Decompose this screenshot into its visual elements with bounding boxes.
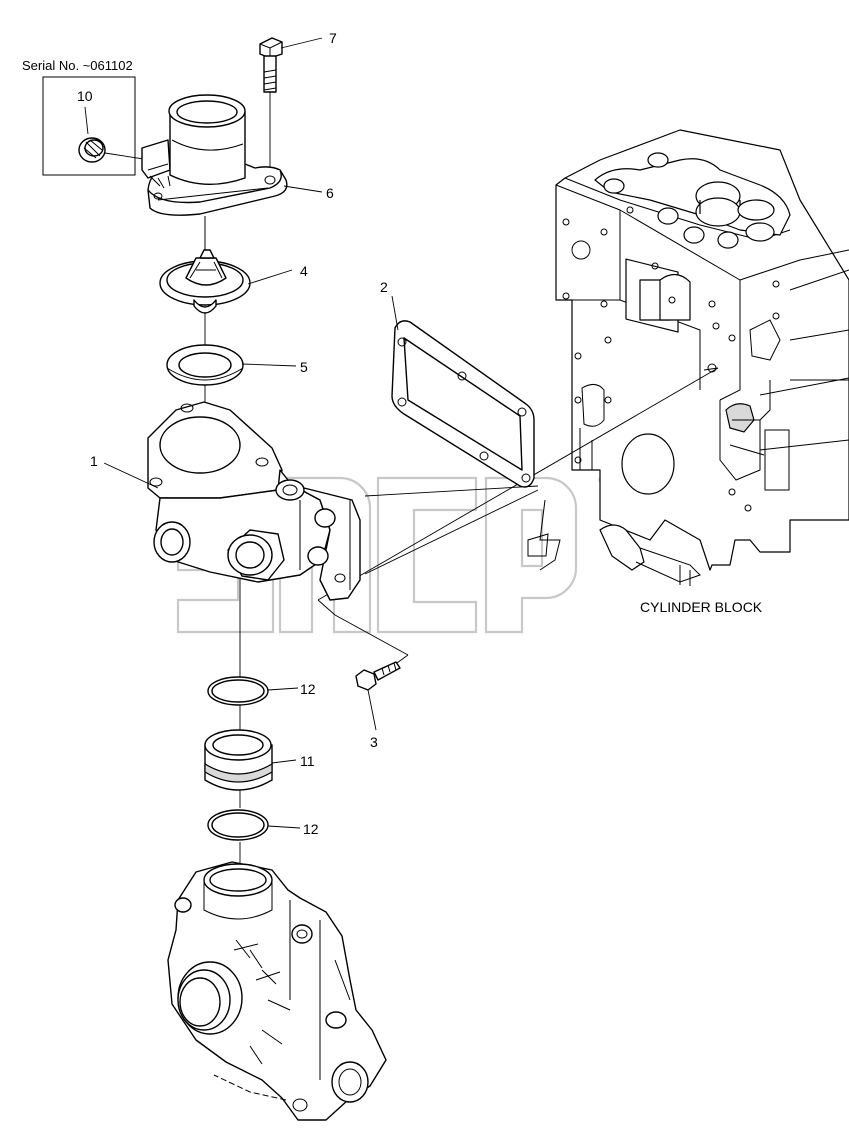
bolt-part-7 xyxy=(259,37,283,93)
callout-1: 1 xyxy=(90,453,98,469)
gasket-part-5 xyxy=(166,344,244,386)
thermostat-cover-part-6 xyxy=(141,94,288,216)
callout-12-top: 12 xyxy=(300,681,316,697)
gasket-part-2 xyxy=(391,320,535,488)
water-pump-housing xyxy=(167,861,387,1121)
thermostat-part-4 xyxy=(159,216,251,314)
bolt-part-3 xyxy=(355,661,401,731)
callout-4: 4 xyxy=(300,263,308,279)
thermostat-housing-part-1 xyxy=(147,401,361,601)
callout-numbers: 7 10 6 4 2 5 1 12 3 11 12 CYLINDER BLOCK xyxy=(77,30,763,837)
callout-7: 7 xyxy=(329,30,337,46)
serial-note: Serial No. ~061102 xyxy=(22,58,133,73)
o-ring-part-12-bottom xyxy=(207,809,269,841)
cylinder-block xyxy=(527,129,849,586)
callout-3: 3 xyxy=(370,734,378,750)
callout-leaders xyxy=(103,37,719,829)
plug-part-10 xyxy=(78,137,106,163)
callout-2: 2 xyxy=(380,279,388,295)
serial-box: Serial No. ~061102 xyxy=(22,58,151,176)
callout-11: 11 xyxy=(300,753,315,769)
cylinder-block-label: CYLINDER BLOCK xyxy=(640,599,763,615)
callout-6: 6 xyxy=(326,185,334,201)
callout-5: 5 xyxy=(300,359,308,375)
sleeve-part-11 xyxy=(204,729,273,791)
callout-10: 10 xyxy=(77,88,93,104)
o-ring-part-12-top xyxy=(207,676,269,706)
callout-12-bottom: 12 xyxy=(303,821,319,837)
